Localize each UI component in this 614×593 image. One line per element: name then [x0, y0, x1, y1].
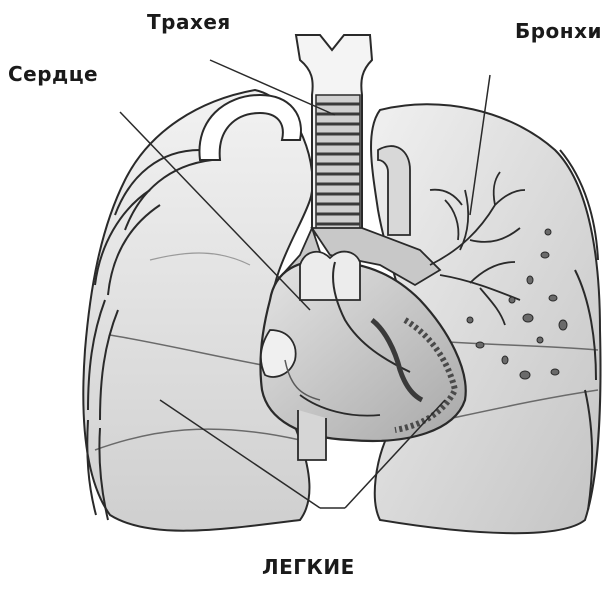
label-bronchi: Бронхи — [515, 19, 602, 43]
label-heart: Сердце — [8, 62, 98, 86]
label-trachea: Трахея — [147, 10, 231, 34]
label-lungs: ЛЕГКИЕ — [262, 555, 355, 579]
